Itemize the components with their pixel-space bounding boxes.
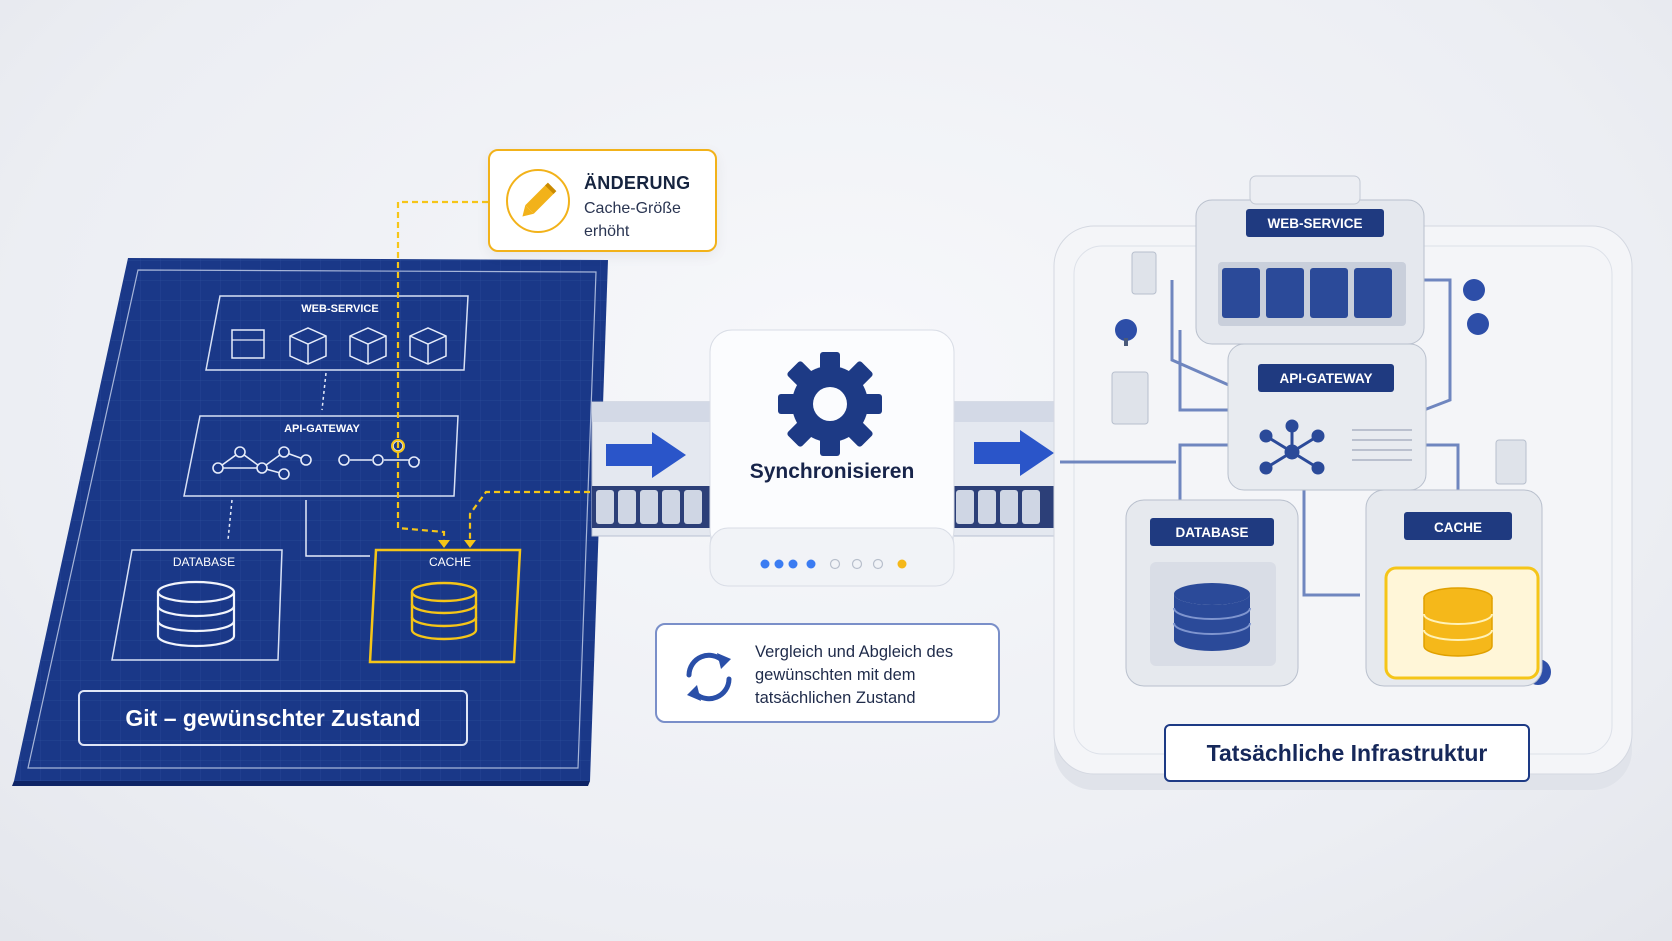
refresh-icon [677,645,741,709]
git-state-label: Git – gewünschter Zustand [78,690,468,746]
database-icon [1173,583,1251,651]
git-api-gateway-block: API-GATEWAY [183,415,459,497]
infra-web-service-label: WEB-SERVICE [1267,216,1362,231]
sync-box [709,329,955,587]
sync-label: Synchronisieren [749,460,915,483]
conveyor-left [591,401,717,537]
pencil-icon [506,169,570,233]
infra-database-label: DATABASE [1176,525,1249,540]
git-api-gateway-label: API-GATEWAY [284,423,360,435]
infra-cache-building: CACHE [1365,489,1543,687]
arrow-right-icon [974,430,1054,476]
change-description: Cache-Größe erhöht [584,200,681,240]
compare-card: Vergleich und Abgleich des gewünschten m… [655,623,1000,723]
infra-state-label: Tatsächliche Infrastruktur [1164,724,1530,782]
change-card: ÄNDERUNG Cache-Größe erhöht [488,149,717,252]
compare-description: Vergleich und Abgleich des gewünschten m… [755,643,954,707]
git-web-service-block: WEB-SERVICE [205,295,469,371]
infra-cache-label: CACHE [1434,520,1482,535]
infra-api-gateway-label: API-GATEWAY [1279,371,1372,386]
infra-web-service-building: WEB-SERVICE [1195,175,1425,345]
status-leds [760,558,907,570]
git-cache-block: CACHE [368,548,522,664]
git-web-service-label: WEB-SERVICE [301,303,378,315]
arrow-right-icon [606,432,686,478]
infra-api-gateway-building: API-GATEWAY [1227,343,1427,491]
git-cache-label: CACHE [429,555,471,569]
cache-icon [1423,587,1493,657]
infra-database-building: DATABASE [1125,499,1299,687]
network-icon [1259,419,1325,475]
git-database-block: DATABASE [111,549,283,661]
gear-icon [778,352,882,456]
git-database-label: DATABASE [173,555,235,569]
change-title: ÄNDERUNG [584,173,691,193]
